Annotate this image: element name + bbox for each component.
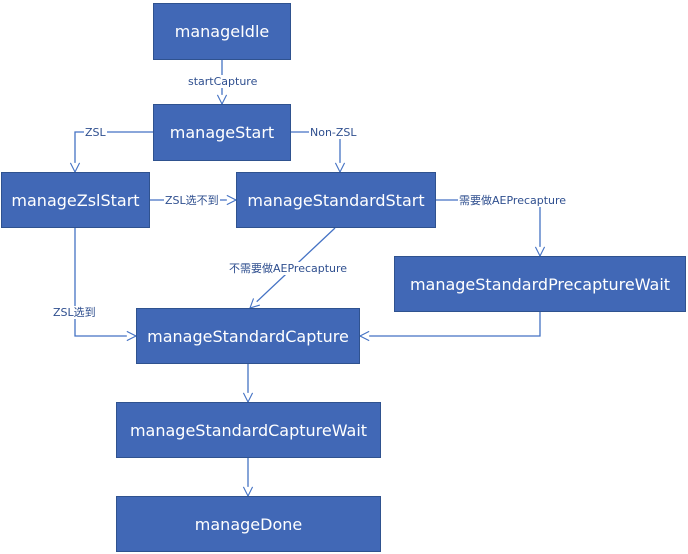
node-manage-standard-start[interactable]: manageStandardStart [236,172,436,228]
edge-label-no-need-ae-precapture: 不需要做AEPrecapture [228,262,349,275]
node-manage-done[interactable]: manageDone [116,496,381,552]
node-manage-idle[interactable]: manageIdle [153,3,291,60]
edge-label-need-ae-precapture: 需要做AEPrecapture [458,194,568,207]
edge-start-to-zsl-start [75,131,153,172]
node-manage-standard-capture-wait[interactable]: manageStandardCaptureWait [116,402,381,458]
node-manage-start-label: manageStart [169,123,275,142]
node-manage-standard-capture-label: manageStandardCapture [147,326,349,346]
node-manage-standard-precapture-wait[interactable]: manageStandardPrecaptureWait [394,256,686,312]
node-manage-zsl-start-label: manageZslStart [11,190,140,210]
edge-label-non-zsl: Non-ZSL [309,126,358,139]
edge-precapture-wait-to-capture [360,312,541,336]
node-manage-done-label: manageDone [194,514,303,534]
node-manage-zsl-start[interactable]: manageZslStart [1,172,150,228]
edge-standard-start-to-precapture-wait [436,199,540,256]
edge-zsl-start-to-capture [74,228,136,336]
node-manage-start[interactable]: manageStart [153,104,291,161]
node-manage-standard-precapture-wait-label: manageStandardPrecaptureWait [409,274,671,294]
edge-label-zsl-not-selected: ZSL选不到 [164,194,220,207]
node-manage-standard-start-label: manageStandardStart [247,190,425,210]
node-manage-idle-label: manageIdle [174,22,270,41]
node-manage-standard-capture[interactable]: manageStandardCapture [136,308,360,364]
edge-label-zsl: ZSL [84,126,107,139]
edge-label-start-capture: startCapture [187,75,259,88]
node-manage-standard-capture-wait-label: manageStandardCaptureWait [129,420,368,440]
edge-label-zsl-selected: ZSL选到 [52,306,97,319]
